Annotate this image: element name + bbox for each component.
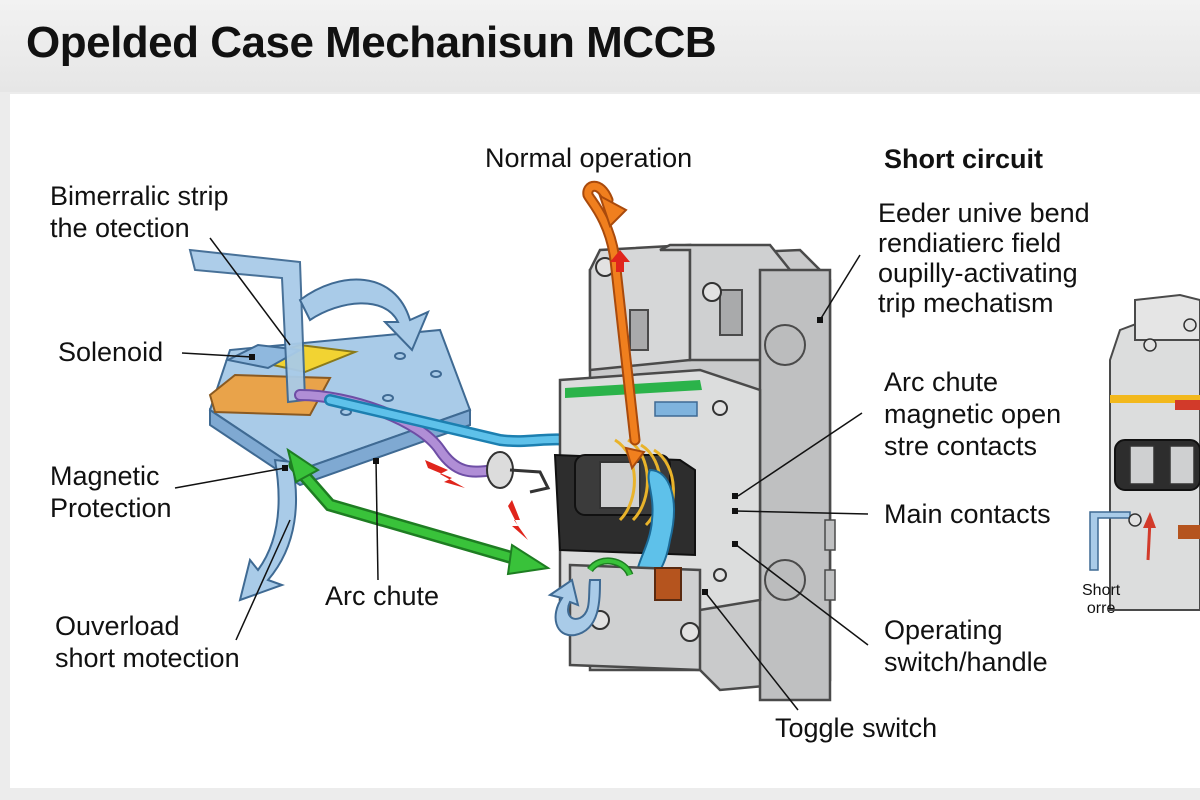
screw-icon	[712, 400, 728, 416]
label-arc-chute-right: Arc chute	[884, 367, 999, 397]
arc-chute-coil	[614, 438, 636, 522]
page-title: Opelded Case Mechanisun MCCB	[26, 18, 717, 67]
label-arc-desc-line-1: magnetic open	[884, 399, 1062, 429]
bimetal-vertical-strip	[188, 248, 307, 404]
label-short-inset-line-2: orre	[1086, 600, 1116, 617]
blue-indicator	[654, 401, 698, 417]
label-magnetic-protection: Magnetic Protection	[50, 460, 172, 524]
leader-lines	[174, 237, 869, 711]
mccb-breaker	[547, 243, 836, 702]
label-short-circuit-desc: Eeder unive bend rendiatierc field oupil…	[878, 198, 1090, 318]
leader-dots	[249, 317, 823, 595]
label-overload-line-1: Ouverload	[55, 611, 180, 641]
label-magnetic-line-2: Protection	[50, 493, 172, 523]
label-bimetal-line-1: Bimerralic strip	[50, 181, 229, 211]
label-solenoid: Solenoid	[58, 337, 164, 367]
spark-icon	[425, 460, 465, 488]
label-toggle-switch: Toggle switch	[775, 713, 938, 743]
toggle-handle	[654, 567, 682, 601]
label-sc-desc-line-2: rendiatierc field	[878, 228, 1062, 258]
label-arc-chute-left: Arc chute	[325, 581, 440, 611]
label-overload: Ouverload short motection	[55, 610, 240, 674]
bimetal-bend-arrow	[298, 278, 430, 352]
label-short-circuit: Short circuit	[884, 144, 1044, 174]
label-sc-desc-line-1: Eeder unive bend	[878, 198, 1090, 228]
label-operating-line-1: Operating	[884, 615, 1003, 645]
label-short-inset: Short orre	[1082, 582, 1120, 618]
label-operating-switch: Operating switch/handle	[884, 614, 1048, 678]
label-bimetal-line-2: the otection	[50, 213, 190, 243]
reset-curl-arrow	[547, 578, 602, 637]
green-double-arrow	[288, 458, 527, 567]
normal-operation-arrow	[582, 180, 646, 471]
label-bimetal-strip: Bimerralic strip the otection	[50, 180, 229, 244]
inset-breaker	[1089, 293, 1200, 611]
spark-icon	[508, 500, 528, 540]
label-arc-desc-line-2: stre contacts	[884, 431, 1038, 461]
overload-curve-arrow	[238, 458, 297, 602]
screw-icon	[713, 568, 727, 582]
red-up-arrow-icon	[610, 250, 630, 272]
label-magnetic-line-1: Magnetic	[50, 461, 160, 491]
label-short-inset-line-1: Short	[1082, 582, 1121, 599]
screw-icon	[702, 282, 722, 302]
label-normal-operation: Normal operation	[485, 143, 693, 173]
label-arc-chute-desc: magnetic open stre contacts	[884, 398, 1061, 462]
screw-icon	[680, 622, 700, 642]
label-sc-desc-line-3: oupilly-activating	[878, 258, 1078, 288]
label-operating-line-2: switch/handle	[884, 647, 1048, 677]
wire-connector	[486, 451, 514, 489]
label-main-contacts: Main contacts	[884, 499, 1051, 529]
left-mechanism	[188, 248, 666, 602]
label-sc-desc-line-4: trip mechatism	[878, 288, 1054, 318]
label-overload-line-2: short motection	[55, 643, 240, 673]
title-band	[0, 0, 1200, 92]
